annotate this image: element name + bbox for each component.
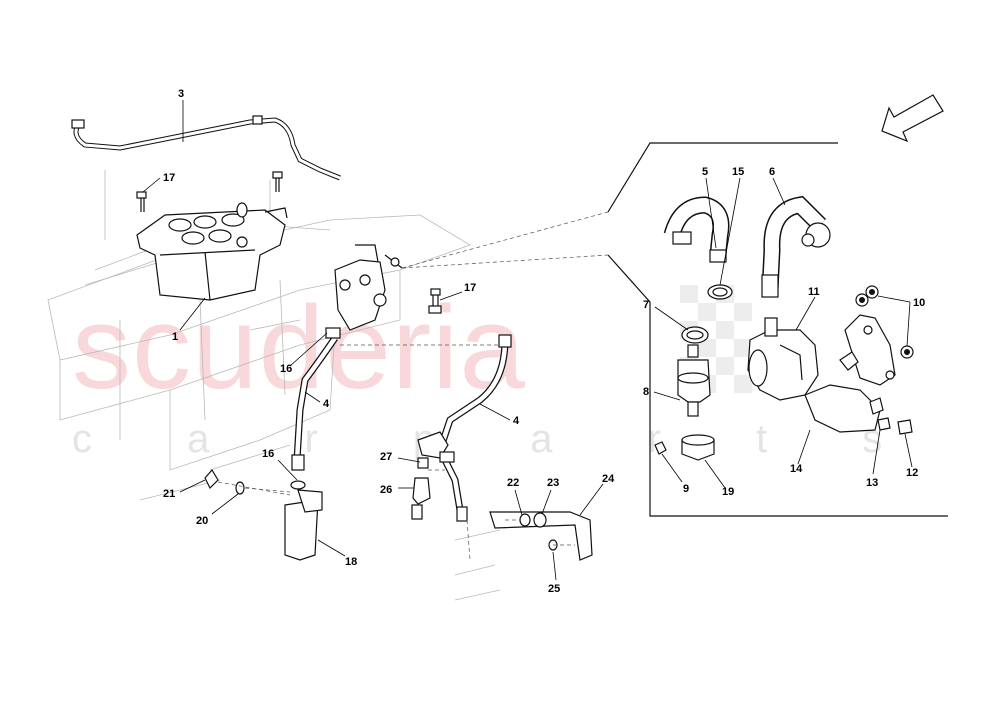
hose-right <box>436 334 512 522</box>
callout-16-upper: 16 <box>280 363 292 375</box>
bolt-17-right-top <box>272 171 283 192</box>
direction-arrow-icon <box>881 94 944 143</box>
callout-9: 9 <box>683 483 689 495</box>
bolt-17-left <box>136 191 147 212</box>
callout-21: 21 <box>163 488 175 500</box>
callout-26: 26 <box>380 484 392 496</box>
callout-4-left: 4 <box>323 398 330 410</box>
detail-clamp-7 <box>681 326 709 344</box>
detail-grommet-12 <box>897 419 913 435</box>
callout-12: 12 <box>906 467 918 479</box>
locator-lines <box>217 344 575 561</box>
detail-screw-13 <box>869 397 891 431</box>
callout-11: 11 <box>808 286 820 298</box>
watermark-tagline: c a r p a r t s <box>72 417 924 461</box>
callout-25: 25 <box>548 583 560 595</box>
detail-nuts-10 <box>855 285 914 359</box>
callout-24: 24 <box>602 473 615 485</box>
detail-hose-5 <box>663 196 730 263</box>
callout-27: 27 <box>380 451 392 463</box>
fuel-canister <box>136 202 288 301</box>
detail-filter-8 <box>677 344 711 417</box>
callout-23: 23 <box>547 477 559 489</box>
callout-7: 7 <box>643 299 649 311</box>
leader-lines <box>142 100 913 581</box>
callout-1: 1 <box>172 331 178 343</box>
callout-15: 15 <box>732 166 744 178</box>
detail-pump-11 <box>747 317 819 401</box>
callout-18: 18 <box>345 556 357 568</box>
vent-hose <box>71 115 341 181</box>
elbow-connector <box>411 431 455 520</box>
hose-left <box>291 327 341 471</box>
callout-17-left: 17 <box>163 172 175 184</box>
callout-6: 6 <box>769 166 775 178</box>
detail-hose-6 <box>761 195 831 298</box>
detail-clamp-15 <box>707 284 733 300</box>
callout-19: 19 <box>722 486 734 498</box>
callout-4-right: 4 <box>513 415 520 427</box>
bracket-24 <box>489 511 593 561</box>
detail-band-19 <box>681 434 715 461</box>
callout-16-lower: 16 <box>262 448 274 460</box>
callout-20: 20 <box>196 515 208 527</box>
clip-20-21 <box>204 468 245 495</box>
watermark-brand: scuderia <box>72 282 526 414</box>
detail-bracket-14 <box>804 314 896 433</box>
filter-housing <box>284 480 323 561</box>
callout-5: 5 <box>702 166 708 178</box>
callout-14: 14 <box>790 463 803 475</box>
callout-labels: 3 17 1 17 16 4 4 16 21 20 18 27 26 22 23… <box>163 88 925 595</box>
detail-screw-9 <box>654 441 667 455</box>
callout-8: 8 <box>643 386 649 398</box>
callout-10: 10 <box>913 297 925 309</box>
valve-assembly <box>334 244 403 331</box>
callout-3: 3 <box>178 88 184 100</box>
callout-22: 22 <box>507 477 519 489</box>
callout-13: 13 <box>866 477 878 489</box>
bolt-17-middle <box>428 288 442 314</box>
callout-17-middle: 17 <box>464 282 476 294</box>
detail-zoom-frame <box>401 142 948 517</box>
